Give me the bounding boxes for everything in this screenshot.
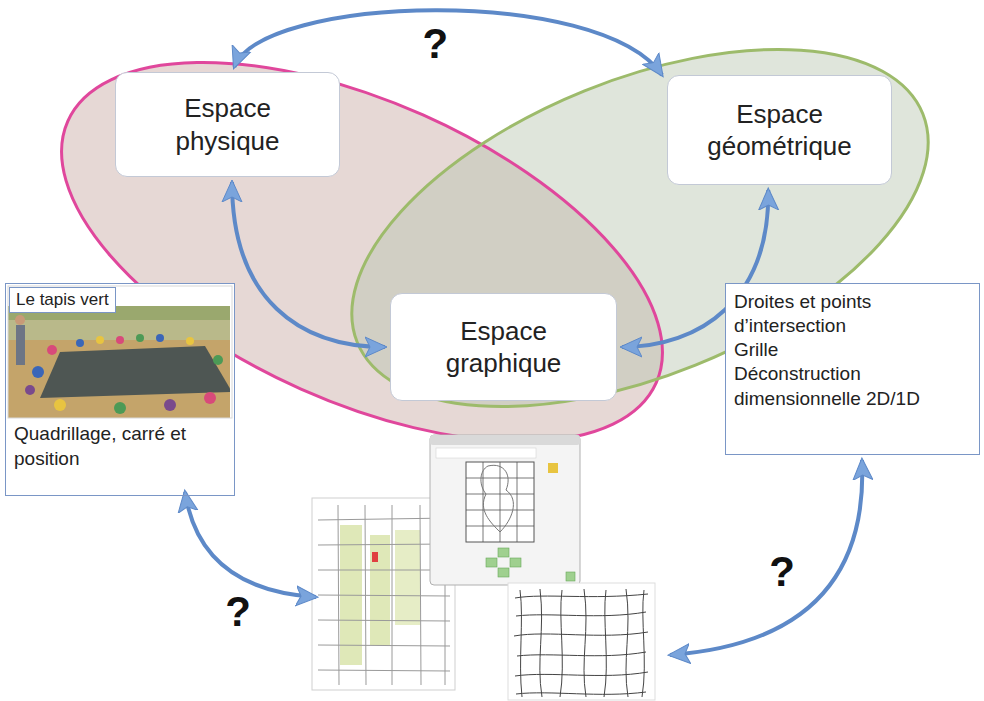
geometric-graphic-outline xyxy=(302,0,978,479)
space-box: Espace graphique xyxy=(390,293,617,401)
callout-ground xyxy=(5,283,235,496)
double-arrow xyxy=(234,10,662,75)
double-arrow xyxy=(232,182,385,347)
concept-item: Déconstruction dimensionnelle 2D/1D xyxy=(734,362,971,410)
physical-graphic-outline xyxy=(7,0,717,520)
space-box: Espace géométrique xyxy=(667,75,892,185)
hand-drawn-grid xyxy=(508,583,655,700)
space-box: Espace physique xyxy=(115,72,340,177)
space-label: Espace géométrique xyxy=(686,98,873,163)
question-mark: ? xyxy=(419,23,451,65)
concept-callout: Droites et points d’intersectionGrilleDé… xyxy=(725,283,980,455)
question-mark: ? xyxy=(766,551,798,593)
photo-frame xyxy=(8,286,232,418)
callout-text: Quadrillage, carré et position xyxy=(14,422,226,471)
question-mark: ? xyxy=(222,591,254,633)
concept-item: Droites et points d’intersection xyxy=(734,290,971,338)
space-label: Espace physique xyxy=(134,92,321,157)
software-screenshot xyxy=(430,435,580,585)
question-arrow xyxy=(185,492,316,597)
concept-item: Grille xyxy=(734,338,971,362)
question-arrow xyxy=(670,460,862,655)
callout-heading: Le tapis vert xyxy=(9,287,116,313)
mat-photo xyxy=(8,306,230,418)
photo-callout: Le tapis vertQuadrillage, carré et posit… xyxy=(5,283,235,496)
space-label: Espace graphique xyxy=(409,315,598,380)
